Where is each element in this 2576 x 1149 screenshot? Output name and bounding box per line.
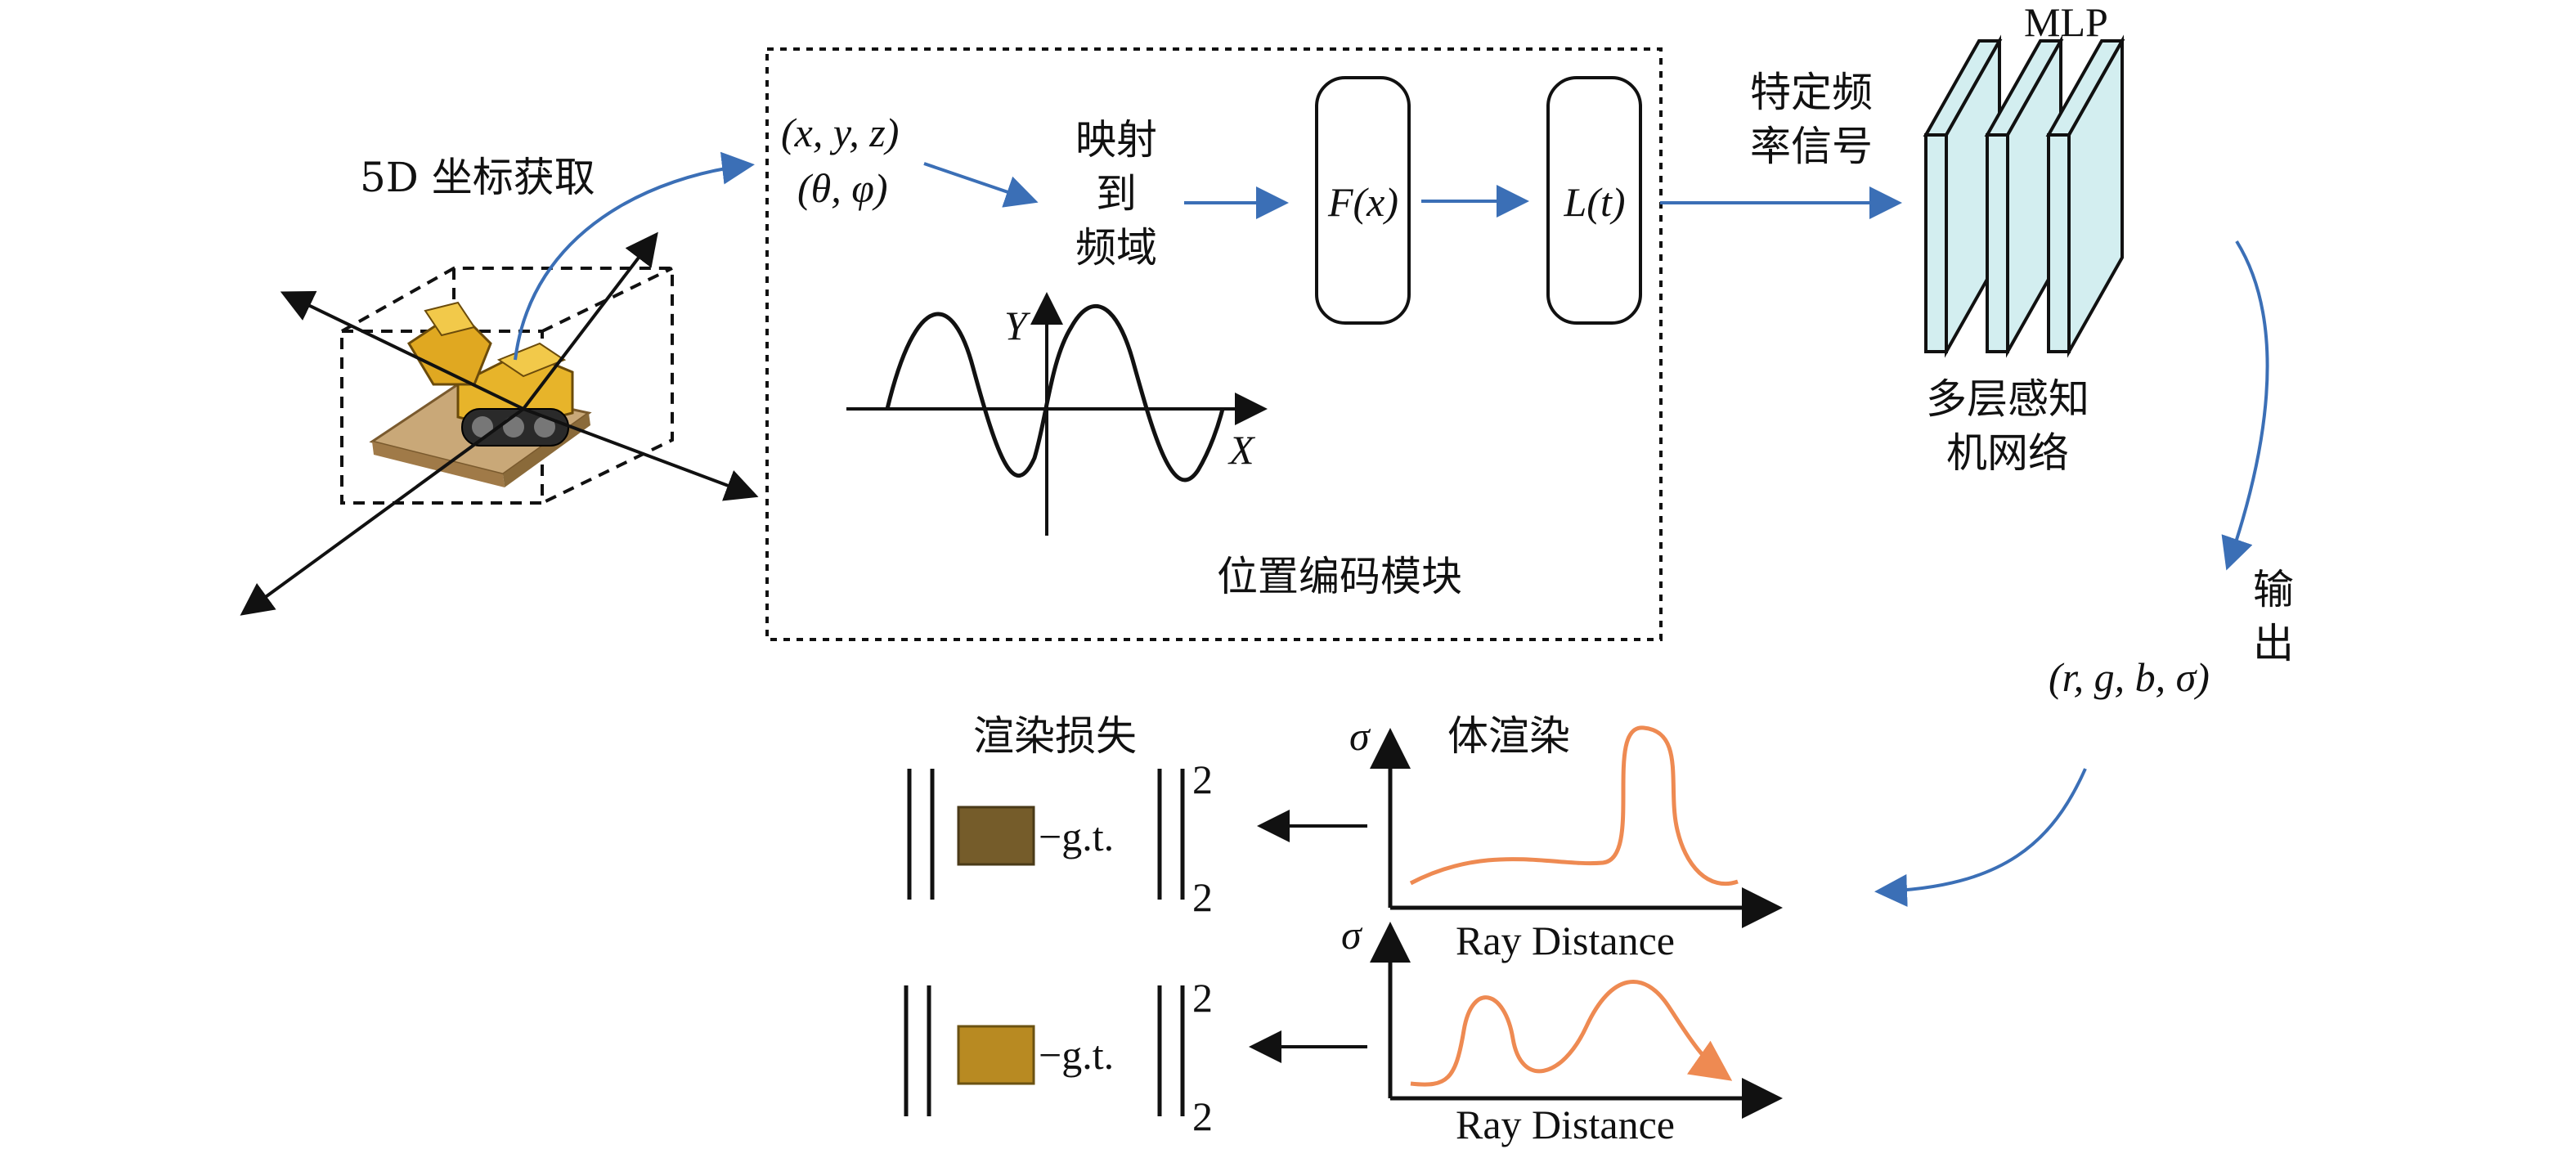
scene-axes (240, 231, 759, 616)
coord-acquire-label: 5D 坐标获取 (360, 154, 595, 201)
norm-sup-top: 2 (1192, 756, 1213, 802)
map-to-freq-label: 映射 到 频域 (1026, 113, 1206, 275)
gt-label-top: −g.t. (1039, 814, 1115, 860)
mlp-net-line-2: 机网络 (1946, 429, 2069, 477)
output-line-1: 输 (2253, 566, 2294, 613)
specific-freq-label: 特定频 率信号 (1730, 65, 1893, 173)
density-plot-top (1370, 725, 1783, 928)
sine-plot (846, 292, 1268, 536)
density-curve-bottom (1410, 980, 1733, 1087)
mlp-network-label: 多层感知 机网络 (1901, 372, 2114, 480)
bulldozer-illustration (369, 301, 592, 487)
sine-curve (885, 303, 1225, 482)
norm-sup-bottom: 2 (1192, 975, 1213, 1021)
mlp-net-line-1: 多层感知 (1926, 375, 2089, 423)
pe-module-label: 位置编码模块 (1217, 553, 1462, 600)
norm-bars-bottom (904, 985, 1185, 1116)
density-curve-top (1409, 725, 1739, 886)
fx-block (1315, 76, 1411, 325)
output-line-2: 出 (2253, 620, 2294, 667)
fx-label: F(x) (1327, 179, 1399, 225)
axis-y-label: Y (1004, 303, 1027, 348)
ray-distance-label-top: Ray Distance (1456, 918, 1675, 963)
scene-3d (240, 151, 759, 616)
render-loss-label: 渲染损失 (973, 712, 1137, 760)
input-angles-label: (θ, φ) (797, 165, 888, 211)
gt-label-bottom: −g.t. (1039, 1032, 1115, 1078)
sigma-label-top: σ (1349, 713, 1370, 759)
density-plot-bottom (1370, 922, 1783, 1119)
mlp-layer-3 (2045, 34, 2125, 358)
freq-line-2: 率信号 (1750, 123, 1873, 170)
freq-line-1: 特定频 (1750, 69, 1873, 116)
render-color-swatch-bottom (957, 1025, 1035, 1085)
norm-sub-bottom: 2 (1192, 1093, 1213, 1139)
output-label: 输 出 (2245, 563, 2302, 671)
acquire-arrow (514, 151, 755, 361)
volume-render-label: 体渲染 (1447, 712, 1570, 760)
map-line-2: 到 (1096, 170, 1137, 218)
ray-distance-label-bottom: Ray Distance (1456, 1102, 1675, 1147)
render-arrow (1874, 768, 2087, 907)
norm-bars-top (907, 769, 1185, 900)
lt-block (1546, 76, 1642, 325)
map-line-3: 频域 (1075, 224, 1157, 272)
sigma-label-bottom: σ (1341, 912, 1362, 958)
mlp-stack (1923, 34, 2125, 358)
input-arrow (923, 162, 1039, 208)
mlp-label: MLP (2024, 0, 2108, 45)
axis-x-label: X (1229, 427, 1254, 473)
render-color-swatch-top (957, 806, 1035, 866)
lt-label: L(t) (1564, 179, 1626, 225)
map-line-1: 映射 (1075, 116, 1157, 164)
output-arrow (2221, 240, 2269, 571)
input-xyz-label: (x, y, z) (781, 110, 900, 155)
pe-module-box (765, 47, 1663, 641)
output-tuple-label: (r, g, b, σ) (2049, 654, 2210, 700)
norm-sub-top: 2 (1192, 874, 1213, 920)
